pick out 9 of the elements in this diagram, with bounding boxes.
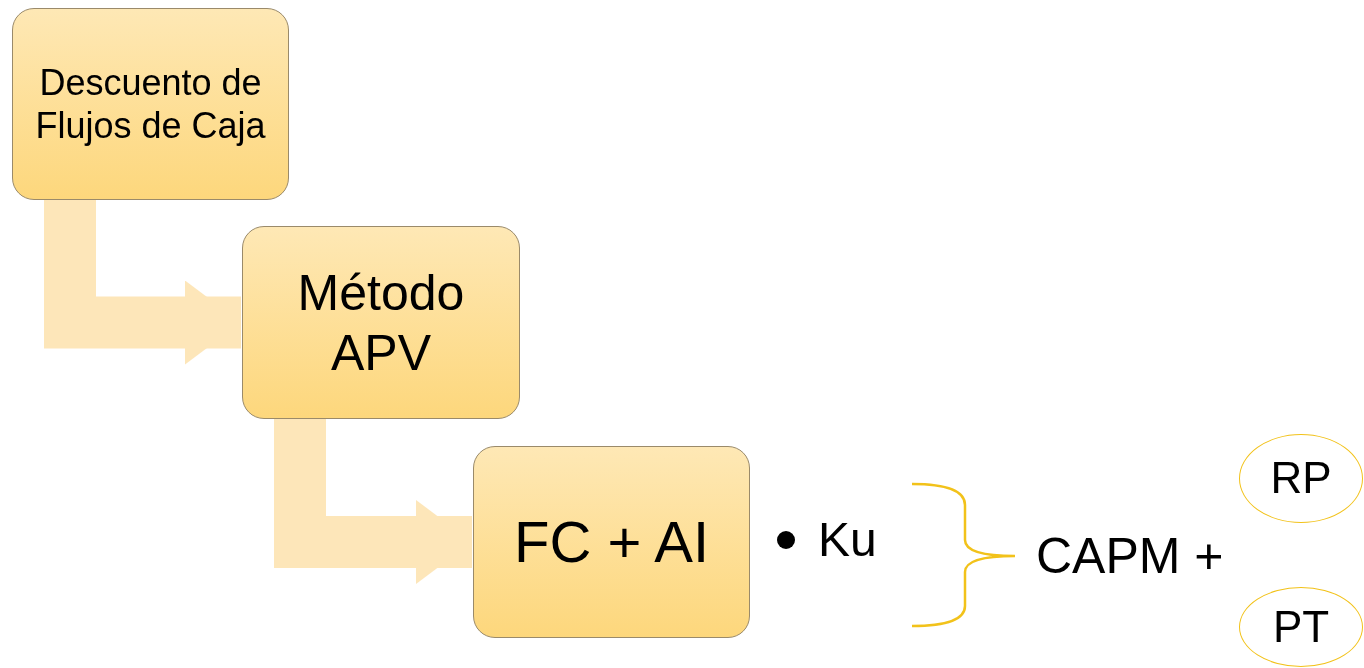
ellipse-node: RP xyxy=(1239,434,1363,523)
ellipse-node: PT xyxy=(1239,587,1363,667)
process-box: Método APV xyxy=(242,226,520,419)
bent-arrow xyxy=(44,200,241,365)
bent-arrow xyxy=(274,419,472,584)
process-box: Descuento de Flujos de Caja xyxy=(12,8,289,200)
variable-label: Ku xyxy=(818,512,877,567)
process-box: FC + AI xyxy=(473,446,750,638)
formula-label: CAPM + xyxy=(1036,527,1224,585)
